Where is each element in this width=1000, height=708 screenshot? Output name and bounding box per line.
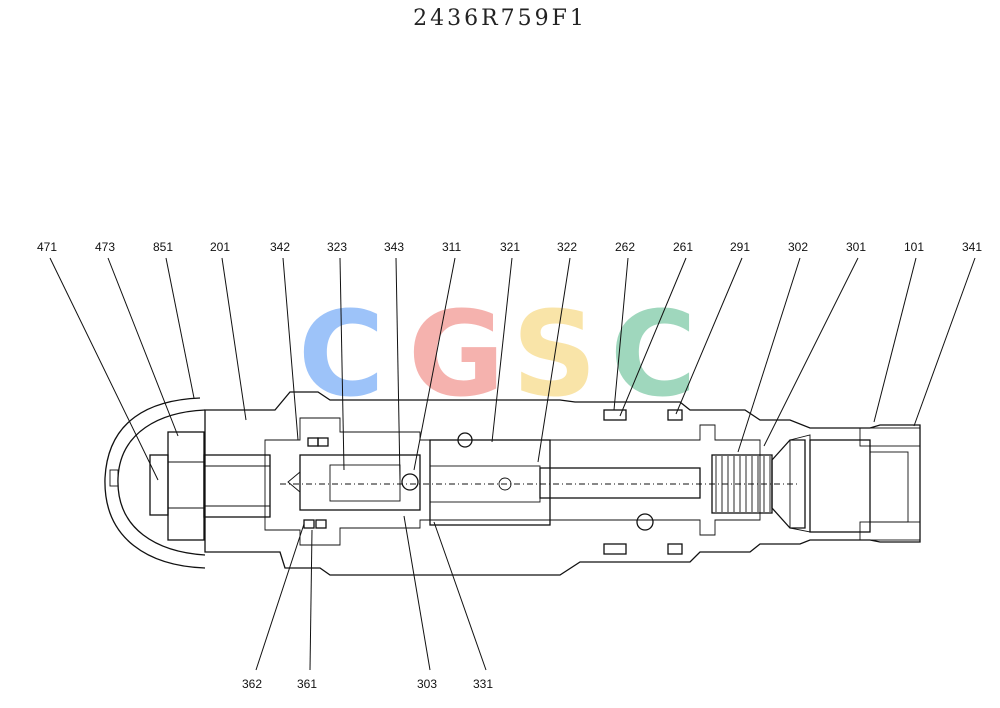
part-label-201: 201 — [210, 240, 230, 254]
part-label-262: 262 — [615, 240, 635, 254]
valve-body — [104, 391, 921, 576]
part-label-331: 331 — [473, 677, 493, 691]
drawing-number: 2436R759F1 — [413, 6, 587, 31]
part-label-471: 471 — [37, 240, 57, 254]
part-label-301: 301 — [846, 240, 866, 254]
part-label-261: 261 — [673, 240, 693, 254]
leader-lines — [49, 257, 976, 671]
part-labels-bottom: 362 361 303 331 — [242, 677, 493, 691]
part-label-851: 851 — [153, 240, 173, 254]
part-label-291: 291 — [730, 240, 750, 254]
part-label-323: 323 — [327, 240, 347, 254]
part-label-362: 362 — [242, 677, 262, 691]
part-label-361: 361 — [297, 677, 317, 691]
part-label-303: 303 — [417, 677, 437, 691]
part-label-321: 321 — [500, 240, 520, 254]
part-labels-top: 471 473 851 201 342 323 343 311 321 322 … — [37, 240, 982, 254]
part-label-101: 101 — [904, 240, 924, 254]
part-label-473: 473 — [95, 240, 115, 254]
watermark-letter-2: G — [408, 285, 505, 423]
part-label-311: 311 — [442, 240, 461, 254]
part-label-342: 342 — [270, 240, 290, 254]
part-label-302: 302 — [788, 240, 808, 254]
part-label-343: 343 — [384, 240, 404, 254]
part-label-322: 322 — [557, 240, 577, 254]
part-label-341: 341 — [962, 240, 982, 254]
watermark: C G S C — [298, 285, 697, 423]
